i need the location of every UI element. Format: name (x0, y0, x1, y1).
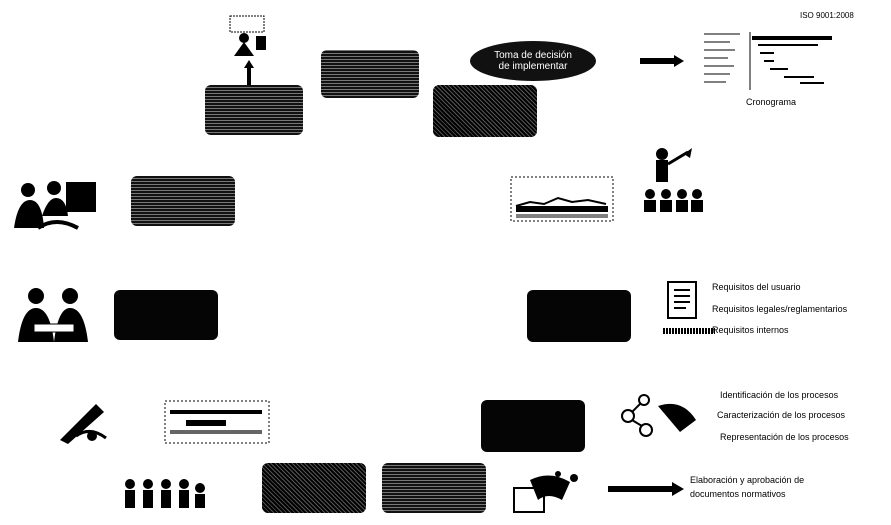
step-box-right-3 (527, 290, 631, 342)
process-network-icon (618, 392, 700, 444)
step-box-bottom-center (382, 463, 486, 513)
step-box-left-2 (131, 176, 235, 226)
decision-oval-line1: Toma de decisión (470, 50, 596, 61)
requirement-item-1: Requisitos del usuario (712, 282, 801, 293)
step-box-top-right (433, 85, 537, 137)
chronogram-label: Cronograma (746, 97, 796, 108)
process-table-picture (164, 400, 270, 444)
training-chart-picture (510, 176, 614, 222)
top-right-caption: ISO 9001:2008 (800, 10, 854, 21)
presentation-audience-icon (640, 146, 704, 214)
documents-line1: Elaboración y aprobación de (690, 475, 804, 486)
documents-line2: documentos normativos (690, 489, 786, 500)
people-meeting-icon (222, 14, 272, 58)
decision-oval-line2: de implementar (470, 61, 596, 72)
up-arrow-icon (244, 60, 254, 86)
right-arrow-icon (640, 55, 684, 67)
team-meeting-icon (8, 176, 100, 230)
step-box-right-4 (481, 400, 585, 452)
process-item-3: Representación de los procesos (720, 432, 849, 443)
step-box-top-left (205, 85, 303, 135)
process-item-2: Caracterización de los procesos (717, 410, 845, 421)
documents-hands-icon (510, 470, 584, 516)
requirements-icon-caption (663, 328, 715, 334)
process-item-1: Identificación de los procesos (720, 390, 838, 401)
consultation-icon (14, 284, 90, 344)
step-box-bottom-left (262, 463, 366, 513)
step-box-left-3 (114, 290, 218, 340)
decision-oval: Toma de decisión de implementar (470, 41, 596, 81)
requirement-item-3: Requisitos internos (712, 325, 789, 336)
requirements-document-icon (666, 280, 702, 324)
bottom-right-arrow-icon (608, 482, 684, 496)
team-people-icon (120, 478, 210, 512)
step-box-top-center (321, 50, 419, 98)
chronogram-picture (700, 28, 850, 98)
requirement-item-2: Requisitos legales/reglamentarios (712, 304, 847, 315)
writing-pen-icon (56, 396, 126, 446)
